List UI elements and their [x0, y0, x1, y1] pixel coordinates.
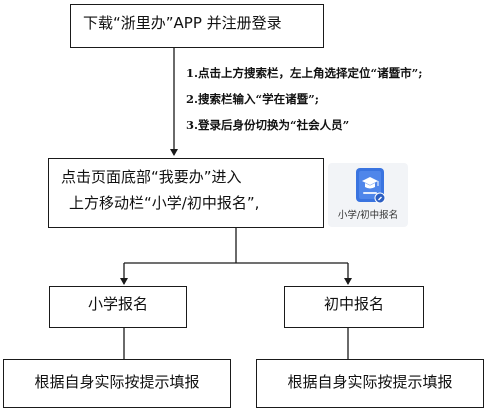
action-primary-school: 根据自身实际按提示填报	[3, 359, 231, 408]
step-download-register: 下载“浙里办”APP 并注册登录	[70, 4, 324, 48]
branch-middle-school-title: 初中报名	[323, 295, 384, 313]
graduation-cap-document-icon	[356, 168, 386, 204]
branch-primary-school-title: 小学报名	[87, 295, 148, 313]
step-open-enrollment-line2: 上方移动栏“小学/初中报名”,	[69, 194, 260, 212]
instruction-notes: 1.点击上方搜索栏，左上角选择定位“诸暨市”; 2.搜索栏输入“学在诸暨”; 3…	[186, 60, 486, 138]
branch-primary-school: 小学报名	[49, 286, 187, 328]
action-middle-school: 根据自身实际按提示填报	[256, 359, 484, 408]
step-open-enrollment: 点击页面底部“我要办”进入 上方移动栏“小学/初中报名”,	[48, 158, 324, 228]
instruction-note-3: 3.登录后身份切换为“社会人员”	[186, 118, 350, 132]
step-open-enrollment-line1: 点击页面底部“我要办”进入	[61, 168, 242, 186]
step-download-register-text: 下载“浙里办”APP 并注册登录	[83, 14, 282, 32]
instruction-note-1: 1.点击上方搜索栏，左上角选择定位“诸暨市”;	[186, 66, 423, 80]
action-middle-school-text: 根据自身实际按提示填报	[287, 373, 453, 391]
enrollment-app-icon: 小学/初中报名	[328, 163, 408, 227]
branch-middle-school: 初中报名	[284, 286, 424, 328]
enrollment-app-icon-label: 小学/初中报名	[337, 210, 399, 221]
action-primary-school-text: 根据自身实际按提示填报	[34, 373, 200, 391]
instruction-note-2: 2.搜索栏输入“学在诸暨”;	[186, 92, 319, 106]
